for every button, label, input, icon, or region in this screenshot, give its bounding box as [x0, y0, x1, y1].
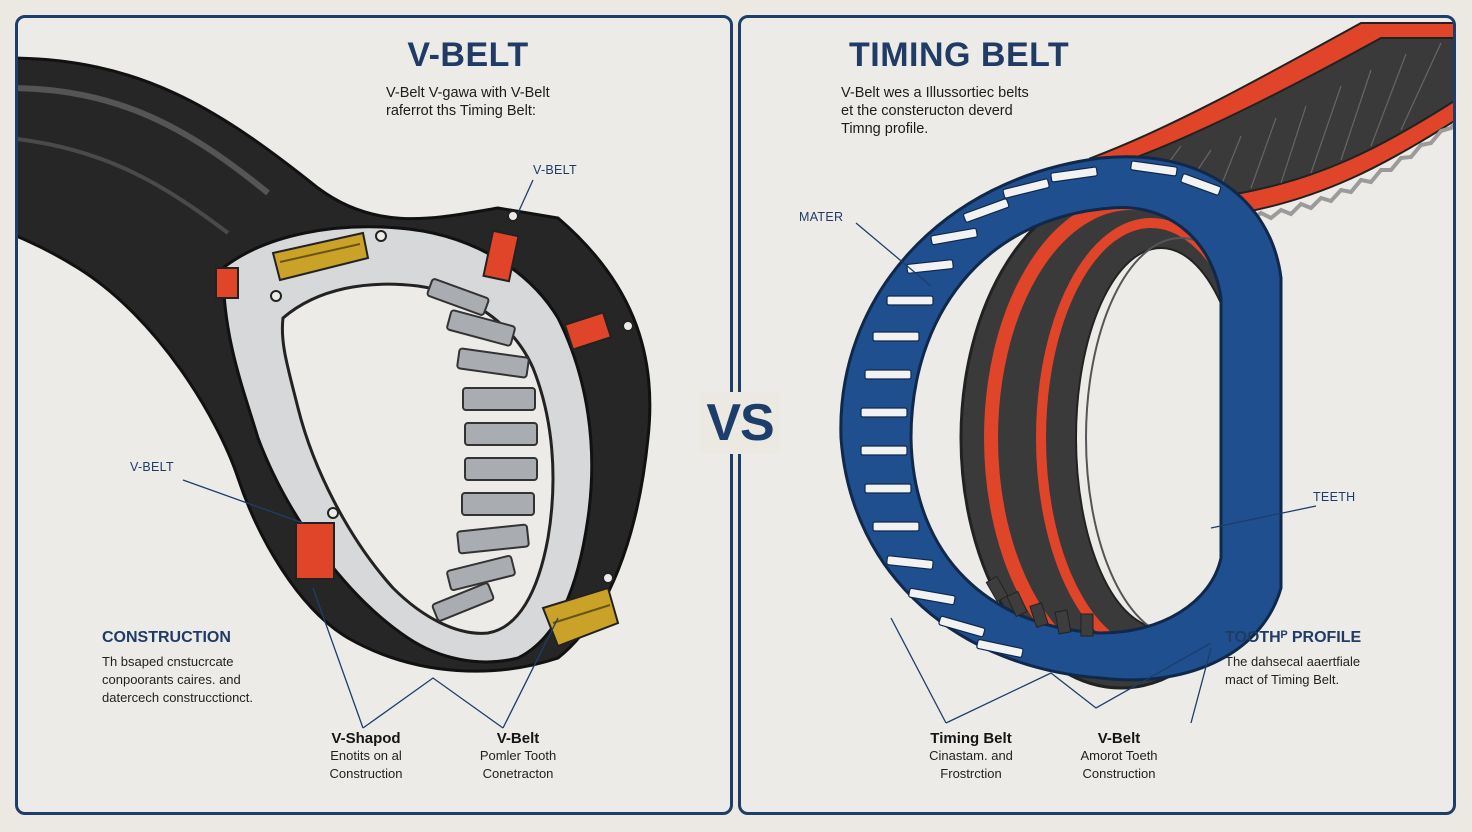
construction-line: Th bsaped cnstucrcate: [102, 654, 234, 669]
caption-timing-belt: Timing Belt Cinastam. and Frostrction: [911, 730, 1031, 783]
construction-heading: CONSTRUCTION: [102, 629, 231, 646]
timing-belt-title: TIMING BELT: [849, 36, 1070, 74]
tooth-profile-line: mact of Timing Belt.: [1225, 672, 1340, 687]
caption-v-shaped: V-Shapod Enotits on al Construction: [306, 730, 426, 783]
caption-line: Amorot Toeth: [1080, 748, 1158, 763]
tooth-profile-line: The dahsecal aaertfiale: [1225, 654, 1361, 669]
callout-mater: MATER: [799, 210, 844, 224]
vs-label: VS: [700, 392, 780, 454]
caption-heading: V-Belt: [1097, 730, 1141, 747]
gold-clip-bottom: [541, 586, 620, 648]
tooth-profile-text: The dahsecal aaertfiale mact of Timing B…: [1225, 653, 1361, 689]
intro-line: V-Belt V-gawa with V-Belt: [386, 85, 550, 101]
caption-line: Construction: [1082, 766, 1156, 781]
steel-teeth: [426, 278, 538, 622]
caption-line: Conetracton: [482, 766, 554, 781]
caption-heading: V-Belt: [496, 730, 540, 747]
caption-v-belt: V-Belt Pomler Tooth Conetracton: [458, 730, 578, 783]
callout-v-belt-side: V-BELT: [130, 460, 174, 474]
v-belt-illustration: [18, 56, 652, 729]
v-belt-title: V-BELT: [407, 36, 529, 74]
v-belt-intro: V-Belt V-gawa with V-Belt raferrot ths T…: [386, 84, 550, 120]
intro-line: raferrot ths Timing Belt:: [386, 103, 536, 119]
construction-block: CONSTRUCTION Th bsaped cnstucrcate conpo…: [102, 629, 253, 707]
tooth-profile-block: TOOTHᴾ PROFILE The dahsecal aaertfiale m…: [1225, 629, 1361, 689]
intro-line: et the consteructon deverd: [841, 103, 1013, 119]
intro-line: V-Belt wes a Illussortiec belts: [841, 85, 1029, 101]
construction-line: datercech construcctionct.: [102, 690, 254, 705]
intro-line: Timng profile.: [841, 121, 929, 137]
belt-slats: [860, 160, 1222, 658]
timing-belt-panel: TIMING BELT V-Belt wes a Illussortiec be…: [738, 15, 1456, 815]
caption-line: Cinastam. and: [929, 748, 1013, 763]
caption-v-belt-right: V-Belt Amorot Toeth Construction: [1059, 730, 1179, 783]
caption-line: Frostrction: [940, 766, 1002, 781]
callout-teeth: TEETH: [1313, 490, 1356, 504]
gold-clip-top: [271, 231, 370, 282]
construction-text: Th bsaped cnstucrcate conpoorants caires…: [102, 653, 253, 707]
caption-line: Construction: [329, 766, 403, 781]
tooth-profile-heading: TOOTHᴾ PROFILE: [1225, 629, 1362, 646]
caption-line: Enotits on al: [330, 748, 402, 763]
caption-heading: Timing Belt: [930, 730, 1012, 747]
callout-v-belt-top: V-BELT: [533, 163, 577, 177]
v-belt-panel: V-BELT V-Belt V-gawa with V-Belt raferro…: [15, 15, 733, 815]
caption-heading: V-Shapod: [331, 730, 401, 747]
timing-belt-intro: V-Belt wes a Illussortiec belts et the c…: [841, 84, 1029, 138]
red-markers: [215, 229, 613, 580]
construction-line: conpoorants caires. and: [102, 672, 241, 687]
timing-belt-illustration: [839, 22, 1453, 724]
caption-line: Pomler Tooth: [479, 748, 557, 763]
